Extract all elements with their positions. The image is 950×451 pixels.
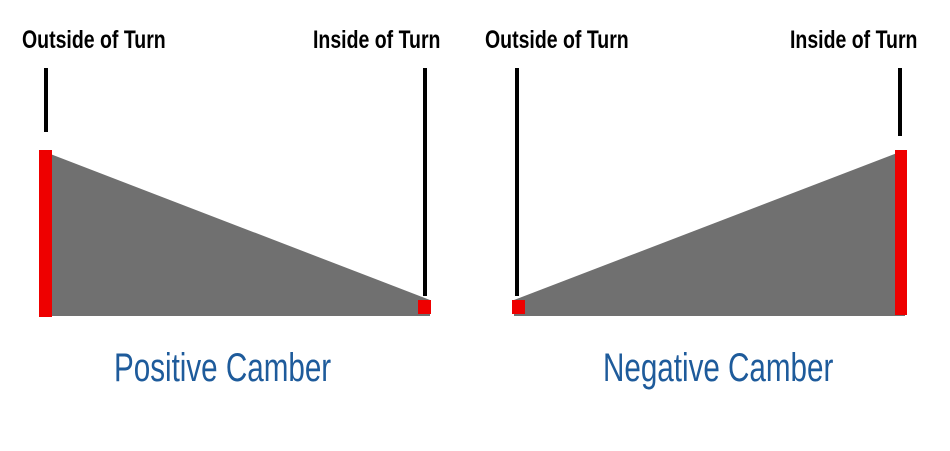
negative-camber-caption: Negative Camber bbox=[603, 346, 834, 390]
positive-outside-marker bbox=[39, 150, 52, 317]
positive-camber-wedge bbox=[40, 150, 430, 316]
positive-camber-diagram bbox=[39, 68, 431, 317]
negative-camber-wedge bbox=[514, 150, 905, 316]
positive-camber-caption: Positive Camber bbox=[114, 346, 332, 390]
negative-outside-label: Outside of Turn bbox=[485, 26, 629, 54]
negative-camber-diagram bbox=[512, 68, 907, 316]
negative-outside-marker bbox=[512, 300, 525, 314]
positive-outside-label: Outside of Turn bbox=[22, 26, 166, 54]
positive-inside-marker bbox=[418, 300, 431, 314]
negative-inside-label: Inside of Turn bbox=[790, 26, 918, 54]
positive-inside-label: Inside of Turn bbox=[313, 26, 441, 54]
negative-inside-marker bbox=[895, 150, 907, 315]
